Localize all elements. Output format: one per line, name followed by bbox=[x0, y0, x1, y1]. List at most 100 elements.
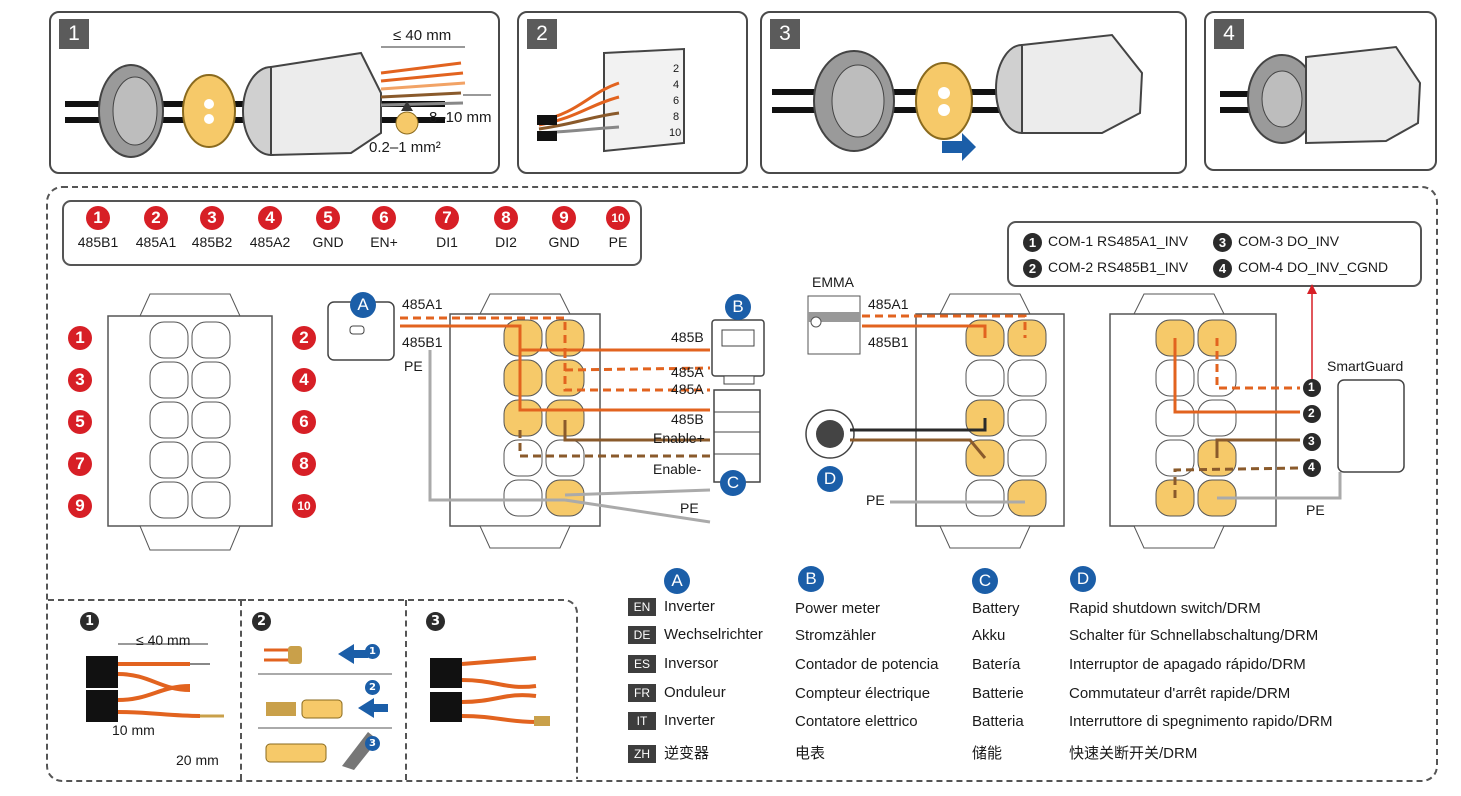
com-number-badge: 1 bbox=[1023, 233, 1042, 252]
cable-strip-illustration bbox=[65, 46, 491, 158]
pin-number-badge: 5 bbox=[316, 206, 340, 230]
pin-label: DI1 bbox=[436, 234, 458, 250]
com-label: COM-4 DO_INV_CGND bbox=[1238, 259, 1389, 276]
com-number-badge: 2 bbox=[1023, 259, 1042, 278]
term-power-meter: Compteur électrique bbox=[795, 685, 931, 702]
term-rapid-shutdown: Schalter für Schnellabschaltung/DRM bbox=[1069, 627, 1319, 644]
lang-code: ES bbox=[628, 655, 656, 673]
device-d-badge: D bbox=[817, 466, 843, 492]
sub-step-badge: 1 bbox=[365, 644, 380, 659]
com-legend-item: 4 COM-4 DO_INV_CGND bbox=[1213, 259, 1388, 278]
sub-step-badge: 2 bbox=[365, 680, 380, 695]
pin-label: 485B2 bbox=[191, 234, 233, 250]
lang-code: ZH bbox=[628, 745, 656, 763]
pin-legend-item: 1 485B1 bbox=[70, 206, 126, 250]
step-number: 1 bbox=[59, 19, 89, 49]
battery-label-enable-minus: Enable- bbox=[653, 461, 702, 477]
com-label: COM-3 DO_INV bbox=[1238, 233, 1340, 250]
pin-number-badge: 2 bbox=[144, 206, 168, 230]
terminal-number-4: 4 bbox=[673, 79, 680, 91]
table-header-d: D bbox=[1070, 566, 1096, 592]
term-rapid-shutdown: Rapid shutdown switch/DRM bbox=[1069, 600, 1261, 617]
pin-label: 485B1 bbox=[77, 234, 119, 250]
pin-number-badge: 3 bbox=[68, 368, 92, 392]
battery-label-485b: 485B bbox=[671, 411, 704, 427]
term-inverter: Wechselrichter bbox=[664, 626, 763, 643]
term-inverter: Inverter bbox=[664, 712, 715, 729]
wire-label-pe: PE bbox=[404, 358, 423, 374]
term-battery: Batteria bbox=[972, 713, 1024, 730]
pin-label: EN+ bbox=[370, 234, 398, 250]
wire-label-485b1: 485B1 bbox=[402, 334, 443, 350]
pin-label: PE bbox=[608, 234, 628, 250]
pin-number-badge: 3 bbox=[200, 206, 224, 230]
wire-label-485a1: 485A1 bbox=[402, 296, 443, 312]
pin-number-badge: 5 bbox=[68, 410, 92, 434]
wire-strip-illustration bbox=[86, 643, 224, 722]
pin-label: DI2 bbox=[495, 234, 517, 250]
term-battery: Battery bbox=[972, 600, 1020, 617]
com-legend-item: 1 COM-1 RS485A1_INV bbox=[1023, 233, 1188, 252]
term-battery: 储能 bbox=[972, 745, 1003, 762]
crimp-top-line bbox=[48, 599, 246, 601]
crimp-strip-20mm: 20 mm bbox=[176, 752, 219, 768]
step-number: 2 bbox=[527, 19, 557, 49]
smartguard-pe-label: PE bbox=[1306, 502, 1325, 518]
emma-wire-485a1: 485A1 bbox=[868, 296, 909, 312]
connector-pin-layout bbox=[107, 293, 273, 551]
crimp-step-badge: 2 bbox=[252, 612, 271, 631]
term-rapid-shutdown: Commutateur d'arrêt rapide/DRM bbox=[1069, 685, 1291, 702]
pin-label: 485A1 bbox=[135, 234, 177, 250]
crimp-divider bbox=[405, 600, 407, 780]
terminal-number-8: 8 bbox=[673, 111, 680, 123]
term-inverter: 逆变器 bbox=[664, 745, 710, 762]
inverter-wiring-diagram bbox=[327, 293, 765, 549]
pin-label: 485A2 bbox=[249, 234, 291, 250]
device-b-badge: B bbox=[725, 294, 751, 320]
lang-code: IT bbox=[628, 712, 656, 730]
lang-code: DE bbox=[628, 626, 656, 644]
battery-label-485a: 485A bbox=[671, 381, 704, 397]
emma-wire-485b1: 485B1 bbox=[868, 334, 909, 350]
pin-number-badge: 6 bbox=[292, 410, 316, 434]
wiring-section bbox=[46, 186, 1438, 782]
table-row: DE Wechselrichter bbox=[628, 626, 763, 644]
strip-end-label: 8–10 mm bbox=[429, 109, 492, 126]
step-3-panel: 3 bbox=[760, 11, 1187, 174]
pin-number-badge: 6 bbox=[372, 206, 396, 230]
lang-code: FR bbox=[628, 684, 656, 702]
pin-number-badge: 4 bbox=[258, 206, 282, 230]
term-inverter: Onduleur bbox=[664, 684, 726, 701]
term-battery: Batterie bbox=[972, 685, 1024, 702]
com-label: COM-1 RS485A1_INV bbox=[1048, 233, 1189, 250]
strip-length-label: ≤ 40 mm bbox=[393, 27, 452, 44]
wire-cross-section-label: 0.2–1 mm² bbox=[369, 139, 441, 156]
switch-pe-label: PE bbox=[866, 492, 885, 508]
pin-number-badge: 8 bbox=[494, 206, 518, 230]
device-a-badge: A bbox=[350, 292, 376, 318]
crimp-steps-section bbox=[48, 599, 578, 779]
pin-number-badge: 1 bbox=[86, 206, 110, 230]
step-2-panel: 2 2 4 6 8 10 bbox=[517, 11, 748, 174]
step-number: 4 bbox=[1214, 19, 1244, 49]
pin-number-badge: 2 bbox=[292, 326, 316, 350]
crimp-step-badge: 3 bbox=[426, 612, 445, 631]
term-rapid-shutdown: Interruttore di spegnimento rapido/DRM bbox=[1069, 713, 1333, 730]
com-number-badge: 4 bbox=[1213, 259, 1232, 278]
terminal-number-10: 10 bbox=[669, 127, 682, 139]
term-battery: Akku bbox=[972, 627, 1006, 644]
table-header-c: C bbox=[972, 568, 998, 594]
device-c-badge: C bbox=[720, 470, 746, 496]
pin-number-badge: 10 bbox=[606, 206, 630, 230]
term-power-meter: Contador de potencia bbox=[795, 656, 939, 673]
pin-number-badge: 7 bbox=[68, 452, 92, 476]
table-row: ZH 逆变器 bbox=[628, 742, 709, 763]
pin-label: GND bbox=[312, 234, 344, 250]
terminal-insert-illustration bbox=[537, 47, 685, 153]
